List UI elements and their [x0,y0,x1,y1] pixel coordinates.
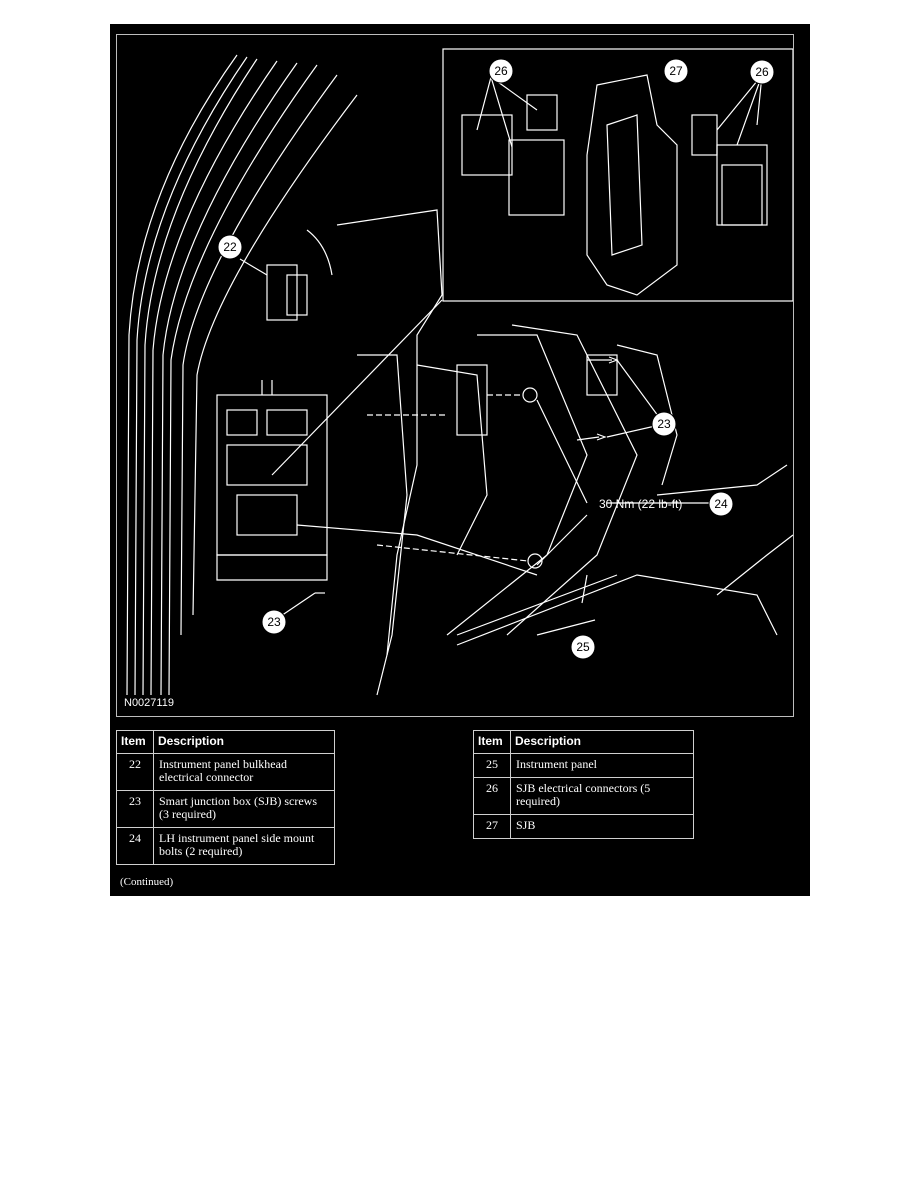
table-row: 27 SJB [473,814,694,839]
item-number: 25 [473,753,511,778]
callout-label: 27 [669,64,683,78]
column-header-description: Description [510,730,694,754]
instrument-panel-structure [296,209,793,696]
table-header-row: Item Description [473,730,694,754]
callout-label: 23 [657,417,671,431]
item-number: 27 [473,814,511,839]
table-header-row: Item Description [116,730,335,754]
column-header-item: Item [473,730,511,754]
column-header-description: Description [153,730,335,754]
item-description: SJB [510,814,694,839]
callout-label: 23 [267,615,281,629]
callout-27 [663,58,689,84]
pillar-lines [126,54,358,696]
table-row: 25 Instrument panel [473,753,694,778]
legend-table-right: Item Description 25 Instrument panel 26 … [473,730,694,839]
callout-23-right [651,411,677,437]
item-description: Instrument panel bulkhead electrical con… [153,753,335,791]
line-drawing: 22 23 23 24 25 26 27 26 30 Nm (22 lb-ft) [126,48,793,696]
item-description: LH instrument panel side mount bolts (2 … [153,827,335,865]
leader-lines [239,74,763,621]
callout-circles [217,58,775,660]
inset-detail [442,48,793,302]
callout-label: 24 [714,497,728,511]
bulkhead-connector [266,229,333,321]
callout-22 [217,234,243,260]
item-description: Smart junction box (SJB) screws (3 requi… [153,790,335,828]
figure-id: N0027119 [124,697,174,709]
callout-label: 22 [223,240,237,254]
torque-spec: 30 Nm (22 lb-ft) [599,497,682,511]
callout-label: 25 [576,640,590,654]
item-number: 26 [473,777,511,815]
callout-23-lower [261,609,287,635]
callout-label: 26 [755,65,769,79]
item-number: 22 [116,753,154,791]
continued-note: (Continued) [120,876,174,888]
callout-26-left [488,58,514,84]
column-header-item: Item [116,730,154,754]
table-row: 24 LH instrument panel side mount bolts … [116,827,335,865]
sjb-installed [216,380,328,581]
callout-25 [570,634,596,660]
fasteners [315,356,619,594]
item-number: 23 [116,790,154,828]
table-row: 23 Smart junction box (SJB) screws (3 re… [116,790,335,828]
callout-24 [708,491,734,517]
item-description: SJB electrical connectors (5 required) [510,777,694,815]
item-description: Instrument panel [510,753,694,778]
item-number: 24 [116,827,154,865]
callout-26-right [749,59,775,85]
table-row: 26 SJB electrical connectors (5 required… [473,777,694,815]
callout-label: 26 [494,64,508,78]
technical-illustration: 22 23 23 24 25 26 27 26 30 Nm (22 lb-ft) [116,34,794,717]
table-row: 22 Instrument panel bulkhead electrical … [116,753,335,791]
legend-table-left: Item Description 22 Instrument panel bul… [116,730,335,865]
